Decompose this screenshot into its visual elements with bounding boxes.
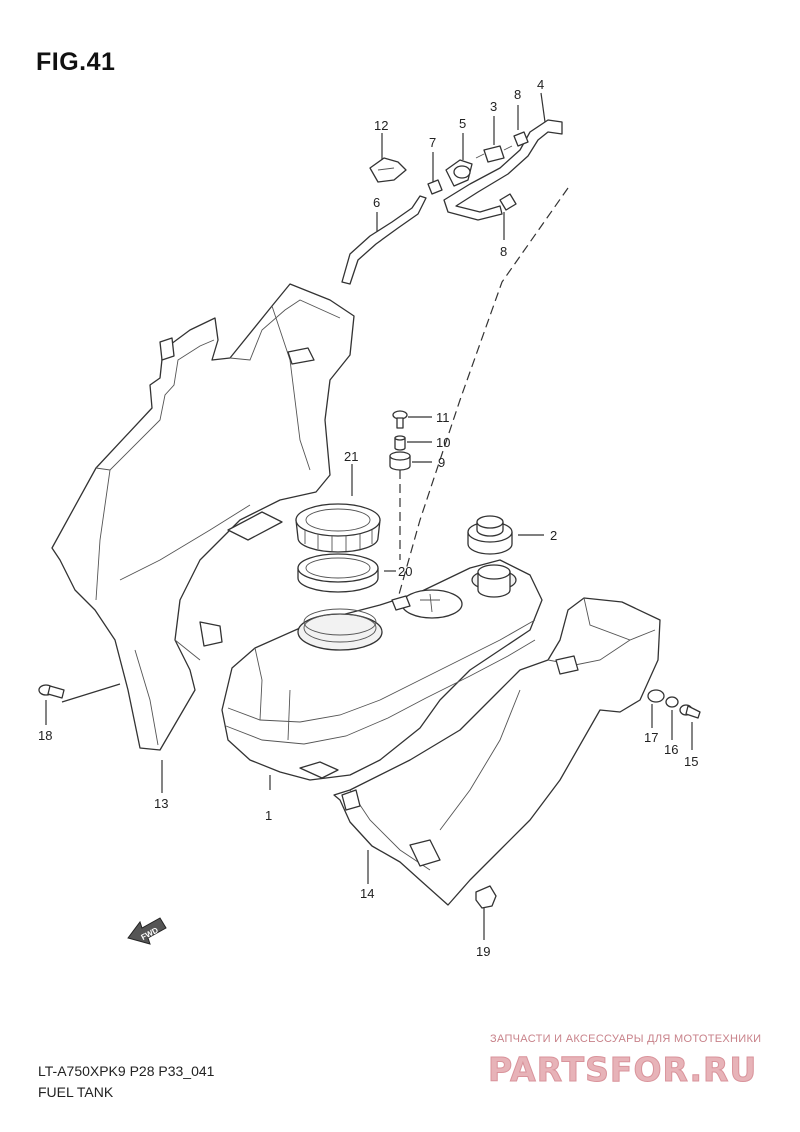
callout-21: 21 <box>344 449 358 464</box>
callout-13: 13 <box>154 796 168 811</box>
callout-17: 17 <box>644 730 658 745</box>
callout-3: 3 <box>490 99 497 114</box>
watermark-tagline: ЗАПЧАСТИ И АКСЕССУАРЫ ДЛЯ МОТОТЕХНИКИ <box>490 1033 762 1045</box>
callout-labels: 1 2 3 4 5 6 7 8 8 9 10 11 12 13 14 15 16… <box>38 77 698 959</box>
part-3-fuel-filter <box>475 145 513 163</box>
callout-8-top: 8 <box>514 87 521 102</box>
part-21-lock-ring <box>295 503 381 553</box>
part-14-right-cover <box>333 597 661 906</box>
callout-14: 14 <box>360 886 374 901</box>
callout-2: 2 <box>550 528 557 543</box>
part-7-clamp <box>427 179 443 195</box>
callout-15: 15 <box>684 754 698 769</box>
part-13-left-cover <box>51 283 355 751</box>
callout-8-bottom: 8 <box>500 244 507 259</box>
callout-10: 10 <box>436 435 450 450</box>
part-20-gasket <box>297 553 379 593</box>
section-title: FUEL TANK <box>38 1084 114 1100</box>
callout-19: 19 <box>476 944 490 959</box>
part-15-bolt <box>679 704 701 719</box>
model-code: LT-A750XPK9 P28 P33_041 <box>38 1063 215 1079</box>
part-16-washer <box>665 696 679 708</box>
callout-4: 4 <box>537 77 544 92</box>
part-10-collar <box>394 435 406 451</box>
callout-11: 11 <box>436 410 450 425</box>
part-4-hose <box>443 119 563 221</box>
assembly-line <box>397 187 569 599</box>
part-17-collar <box>647 689 665 703</box>
callout-9: 9 <box>438 455 445 470</box>
fwd-arrow-icon: FWD <box>127 917 167 945</box>
callout-12: 12 <box>374 118 388 133</box>
callout-16: 16 <box>664 742 678 757</box>
part-9-grommet <box>389 451 411 471</box>
part-1-fuel-tank <box>221 559 543 781</box>
callout-20: 20 <box>398 564 412 579</box>
part-8-clamp <box>499 131 529 211</box>
part-12-holder <box>369 157 407 183</box>
callout-6: 6 <box>373 195 380 210</box>
figure-title: FIG.41 <box>36 48 116 76</box>
callout-5: 5 <box>459 116 466 131</box>
part-19-clip <box>475 885 497 909</box>
part-11-bolt <box>392 410 408 429</box>
callout-18: 18 <box>38 728 52 743</box>
part-6-breather-hose <box>341 195 427 285</box>
part-2-filler-cap <box>467 515 513 555</box>
leader-lines <box>45 92 693 940</box>
callout-7: 7 <box>429 135 436 150</box>
part-18-bolt <box>38 684 65 699</box>
part-5-valve <box>445 159 473 187</box>
watermark-logo: PARTSFOR.RU <box>487 1050 758 1090</box>
callout-1: 1 <box>265 808 272 823</box>
